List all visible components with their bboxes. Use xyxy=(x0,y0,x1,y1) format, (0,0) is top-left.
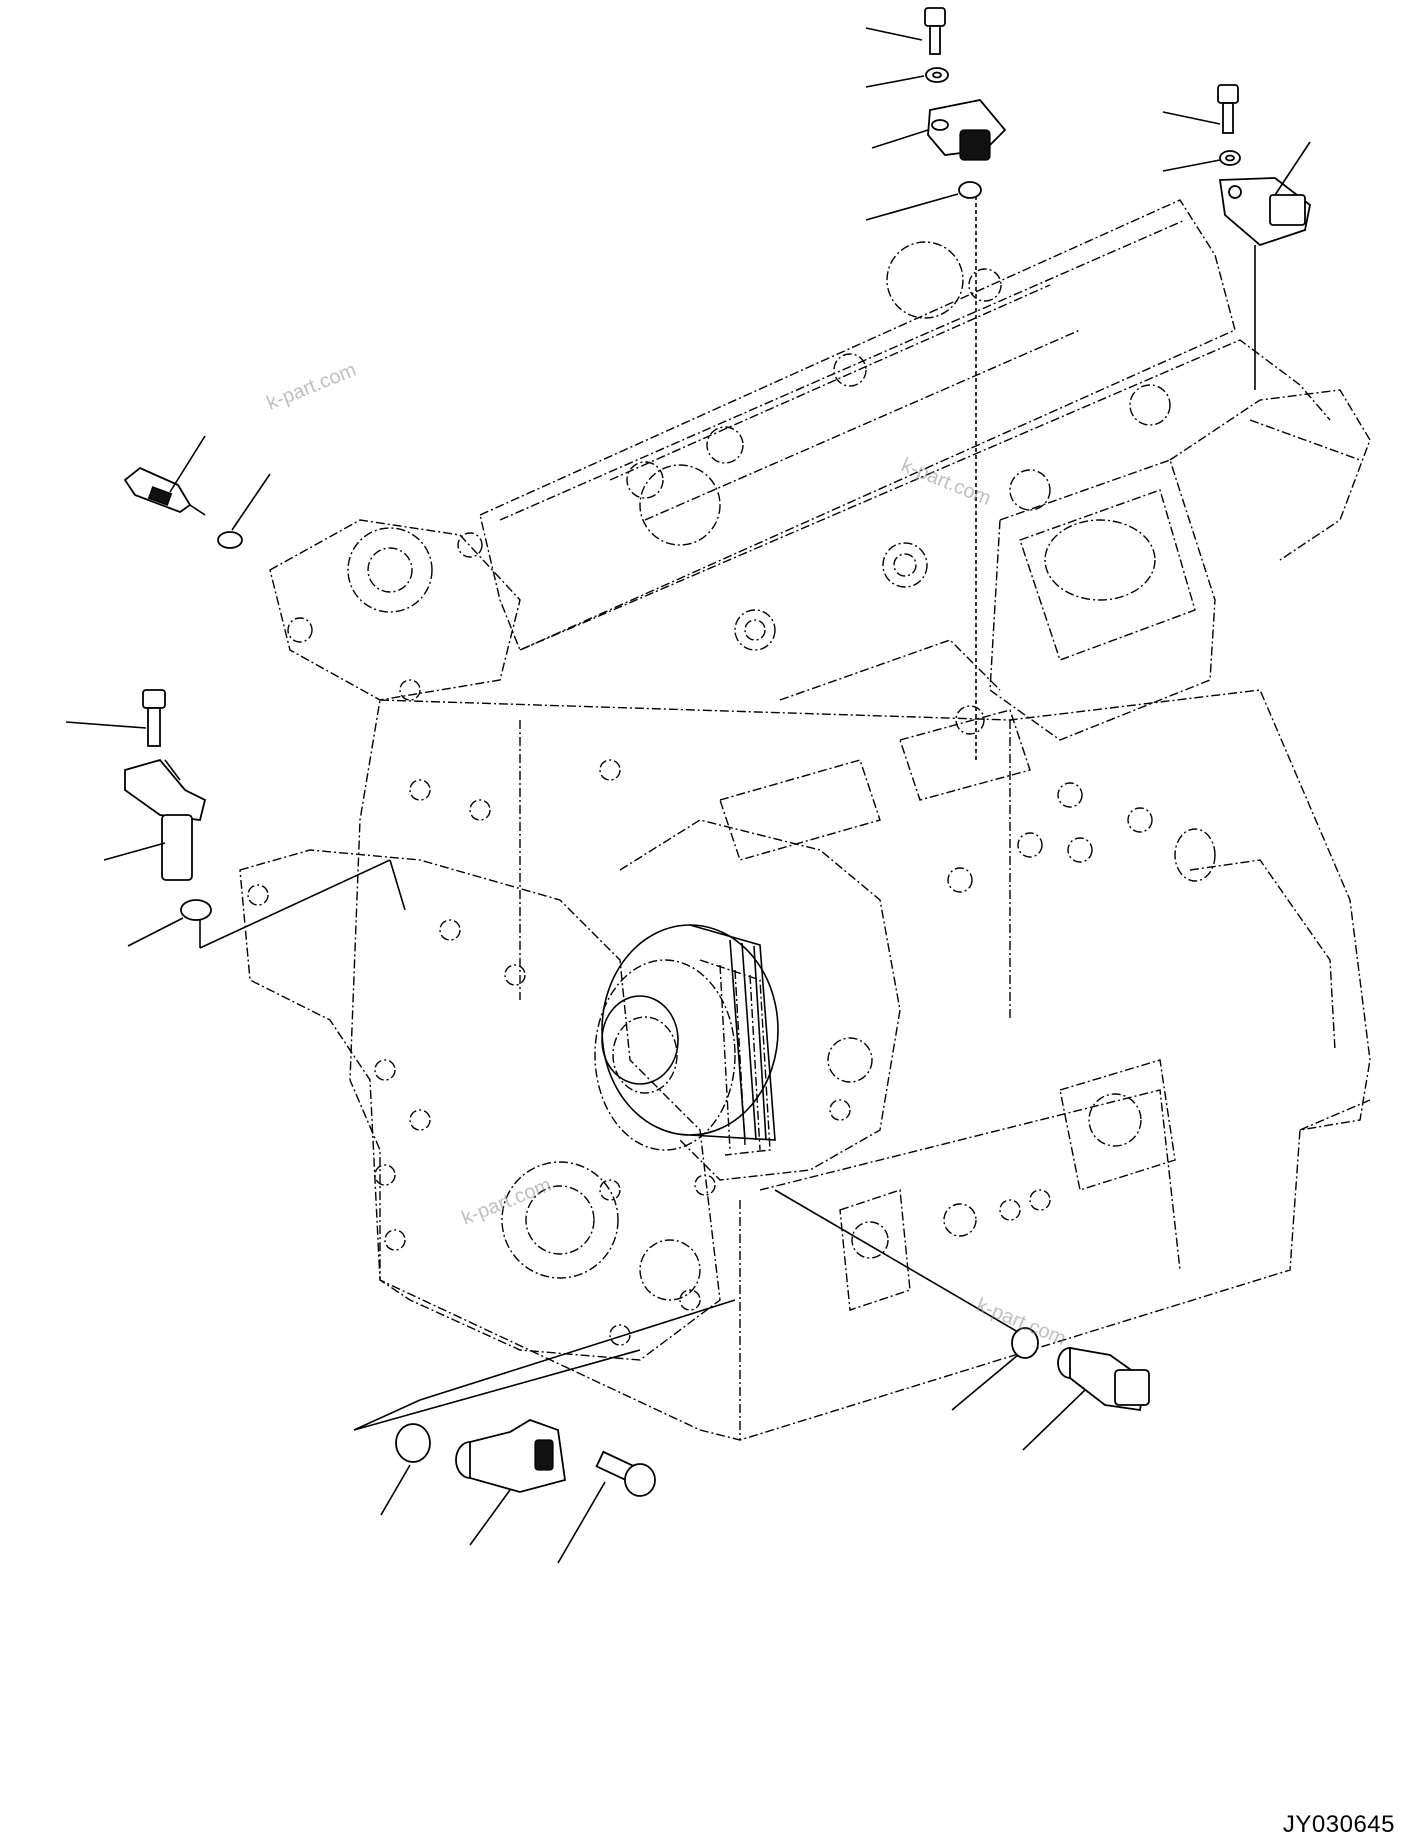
speed-sensor-group xyxy=(65,689,406,949)
oil-pressure-sensor-group xyxy=(774,1189,1150,1451)
fan-pulley xyxy=(601,924,779,1141)
coolant-temp-sensor-group xyxy=(123,435,271,549)
temp-sensor-icon xyxy=(1218,177,1311,247)
oil-pressure-sensor-icon xyxy=(1057,1346,1150,1412)
watermark: k-part.com xyxy=(459,1174,555,1230)
watermark: k-part.com xyxy=(264,359,360,415)
o-ring-icon xyxy=(1011,1327,1039,1359)
watermark: k-part.com xyxy=(898,454,994,510)
bolt-icon xyxy=(1217,84,1239,134)
speed-sensor-icon xyxy=(124,758,207,881)
intake-temp-sensor-group xyxy=(1162,84,1311,390)
bolt-icon xyxy=(595,1450,656,1497)
coolant-sensor-icon xyxy=(123,466,206,516)
engine-block-outline xyxy=(239,199,1371,1441)
drawing-code: JY030645 xyxy=(1282,1811,1395,1838)
o-ring-icon xyxy=(395,1423,431,1463)
o-ring-icon xyxy=(217,531,243,549)
bolt-icon xyxy=(142,689,166,747)
cam-sensor-icon xyxy=(455,1419,567,1493)
boost-pressure-sensor-group xyxy=(865,7,1007,760)
o-ring-icon xyxy=(180,899,212,921)
pressure-sensor-icon xyxy=(927,99,1007,161)
bolt-icon xyxy=(924,7,946,55)
o-ring-icon xyxy=(958,181,982,199)
washer-icon xyxy=(925,67,949,83)
washer-icon xyxy=(1219,150,1241,166)
cam-sensor-group xyxy=(353,1299,736,1564)
